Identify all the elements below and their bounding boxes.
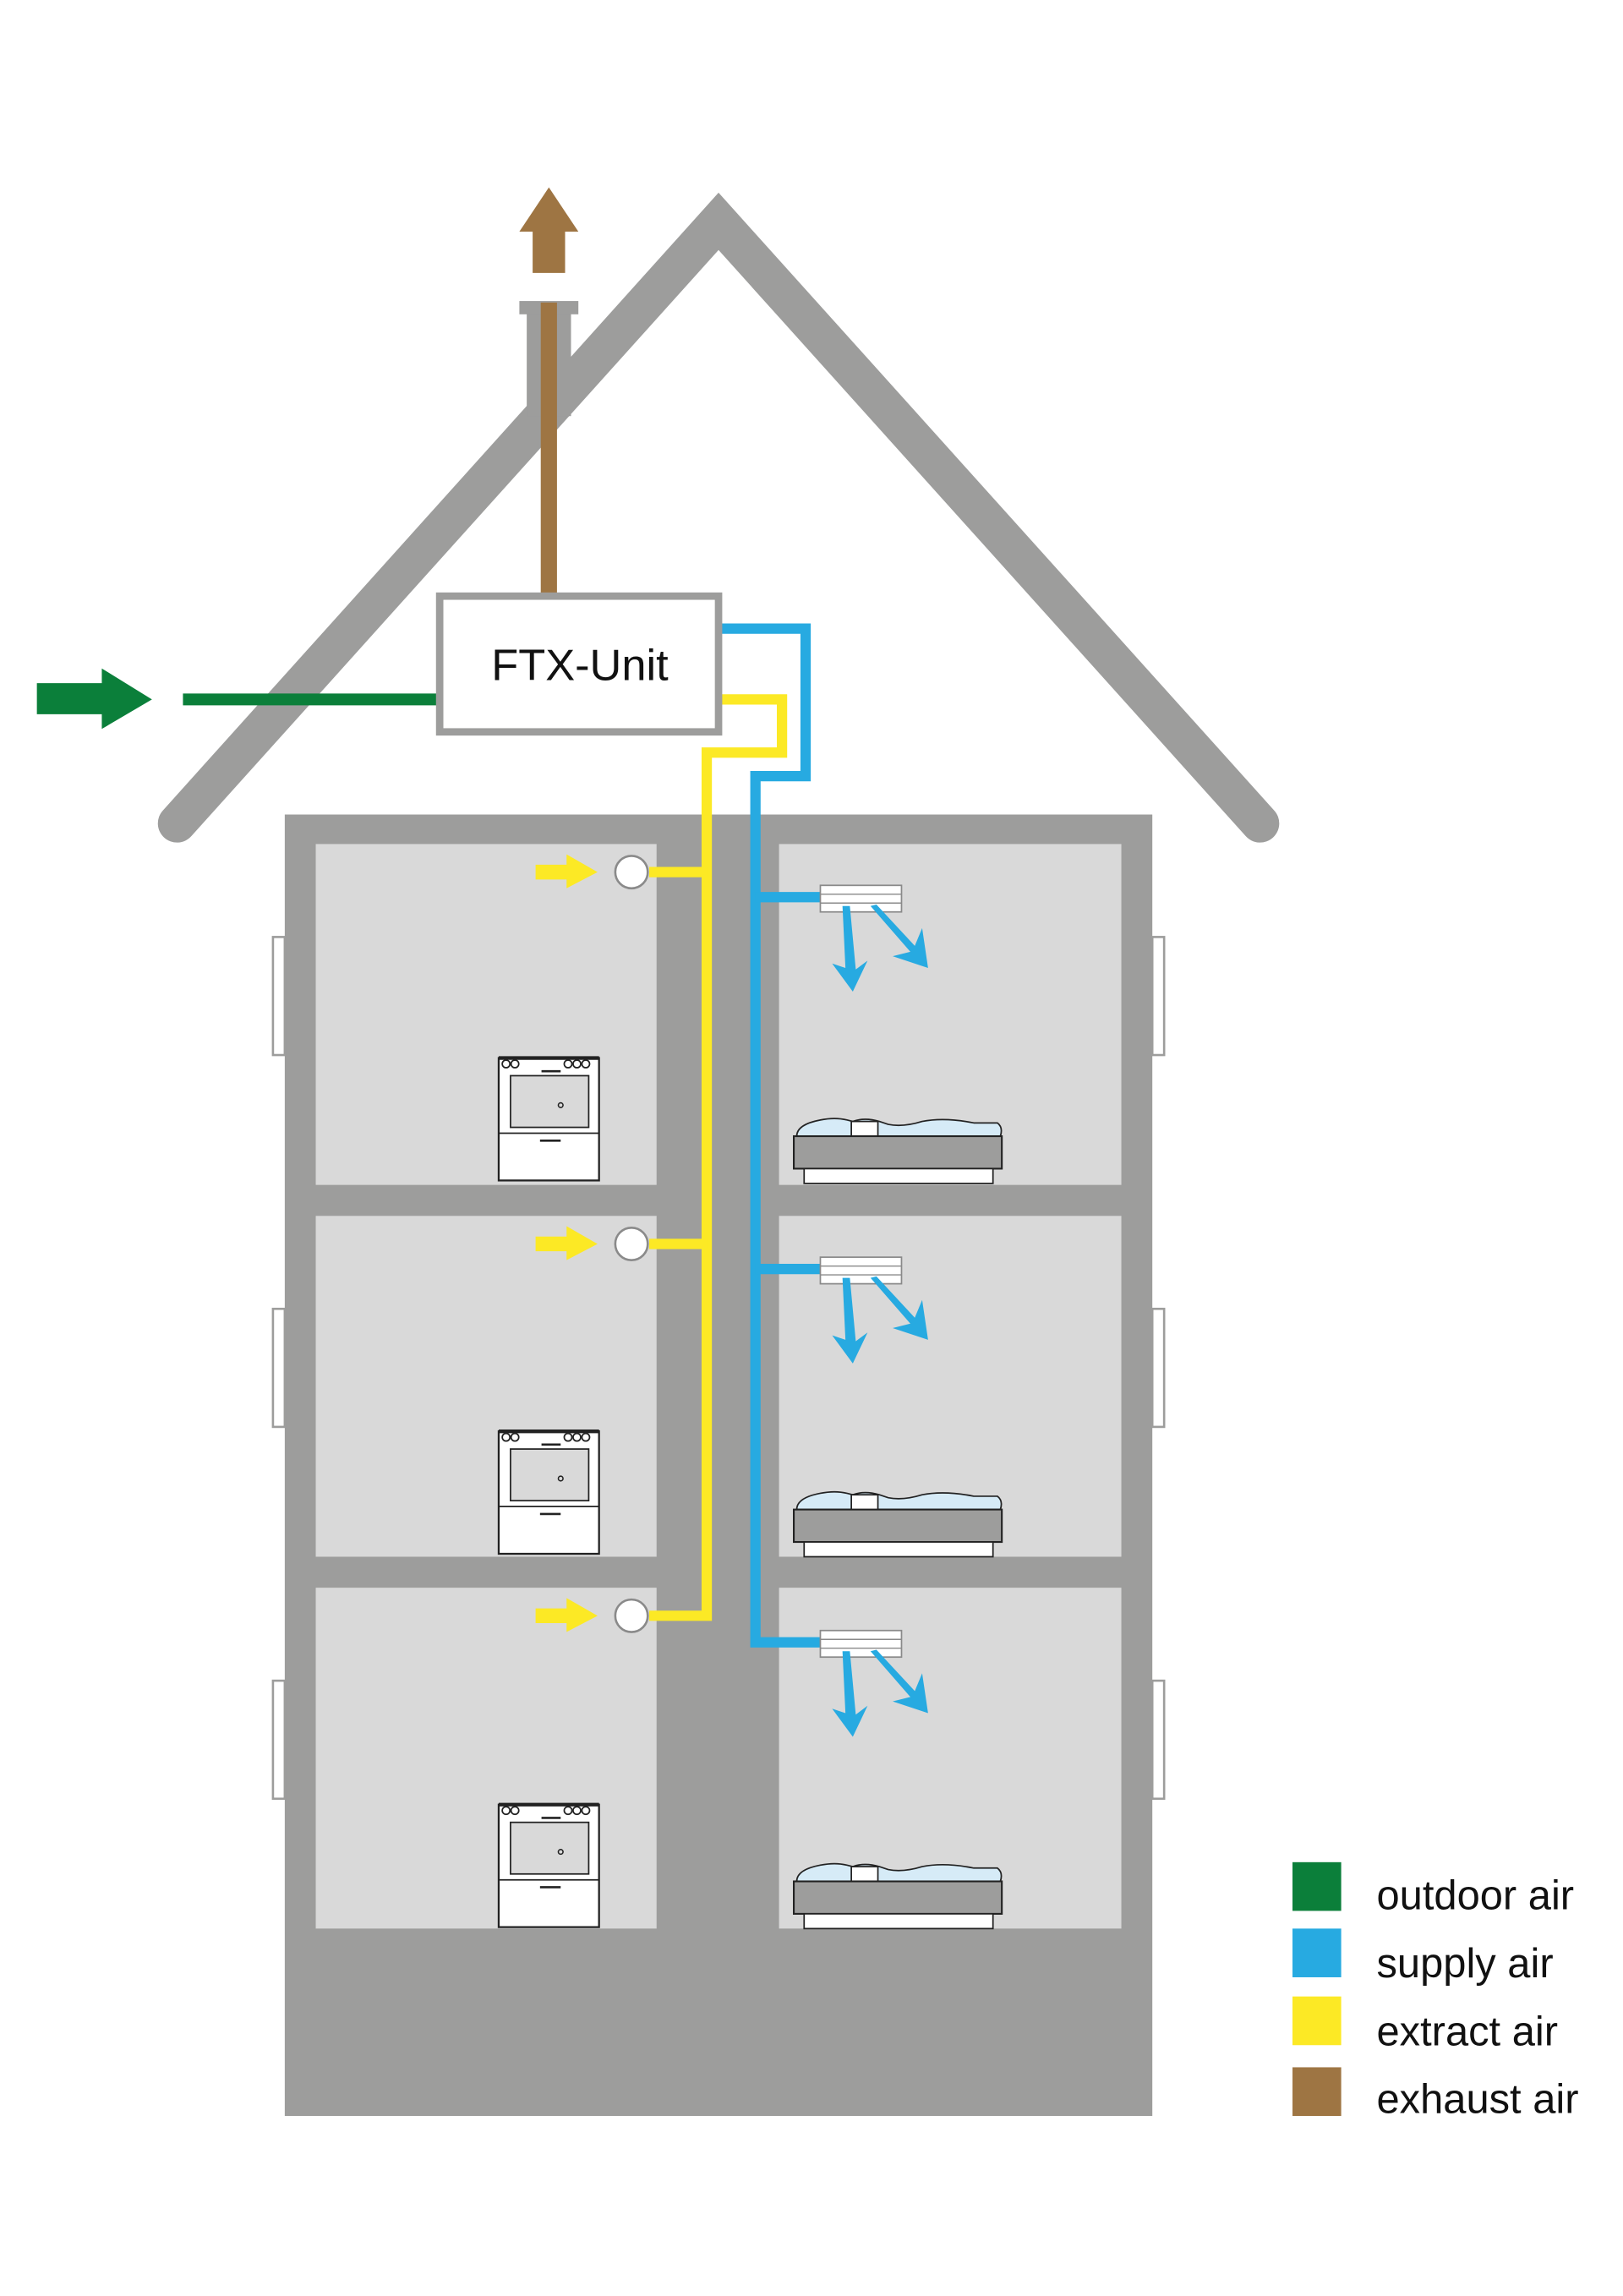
window-left-1 bbox=[271, 936, 287, 1057]
stove-icon bbox=[497, 1056, 600, 1182]
kitchen-room-3 bbox=[315, 1588, 657, 1929]
kitchen-room-2 bbox=[315, 1216, 657, 1557]
extract-arrow-icon bbox=[535, 854, 598, 888]
bed-icon bbox=[793, 1490, 1003, 1558]
legend-swatch-supply bbox=[1292, 1928, 1342, 1977]
bed-icon bbox=[793, 1118, 1003, 1184]
window-right-1 bbox=[1150, 936, 1166, 1057]
supply-duct-main bbox=[719, 623, 821, 1648]
window-right-3 bbox=[1150, 1679, 1166, 1801]
ftx-unit-label: FTX-Unit bbox=[491, 642, 669, 691]
window-left-3 bbox=[271, 1679, 287, 1801]
supply-arrow-icon bbox=[832, 905, 868, 992]
outdoor-air-flow bbox=[36, 668, 440, 730]
extract-valve-icon bbox=[535, 854, 649, 890]
legend-label-exhaust: exhaust air bbox=[1377, 2077, 1579, 2123]
exhaust-air-flow bbox=[519, 187, 579, 597]
legend-swatch-outdoor bbox=[1292, 1861, 1342, 1911]
stove-icon bbox=[499, 1805, 599, 1927]
legend-swatch-extract bbox=[1292, 1996, 1342, 2046]
legend-label-outdoor: outdoor air bbox=[1377, 1873, 1575, 1919]
kitchen-room-1 bbox=[315, 844, 657, 1185]
ftx-unit: FTX-Unit bbox=[435, 592, 723, 736]
ftx-unit-box bbox=[435, 592, 723, 736]
outdoor-arrow-icon bbox=[36, 668, 152, 730]
supply-air-flow bbox=[719, 623, 929, 1738]
legend-swatch-exhaust bbox=[1292, 2067, 1342, 2117]
legend-label-extract: extract air bbox=[1377, 2009, 1558, 2054]
building bbox=[271, 814, 1166, 2117]
extract-air-flow bbox=[534, 694, 788, 1633]
stove-icon bbox=[499, 1431, 599, 1554]
roof bbox=[157, 192, 1280, 843]
window-left-2 bbox=[271, 1307, 287, 1429]
window-right-2 bbox=[1150, 1307, 1166, 1429]
legend-label-supply: supply air bbox=[1377, 1941, 1554, 1987]
roof-outline bbox=[157, 192, 1280, 843]
supply-arrow-icon bbox=[870, 904, 928, 969]
exhaust-arrow-icon bbox=[519, 187, 579, 273]
extract-duct-main bbox=[649, 694, 788, 1621]
bed-icon bbox=[793, 1862, 1003, 1930]
legend: outdoor air supply air extract air exhau… bbox=[1292, 1861, 1579, 2123]
supply-diffuser-icon bbox=[819, 884, 928, 992]
stove-icon bbox=[497, 1056, 600, 1182]
